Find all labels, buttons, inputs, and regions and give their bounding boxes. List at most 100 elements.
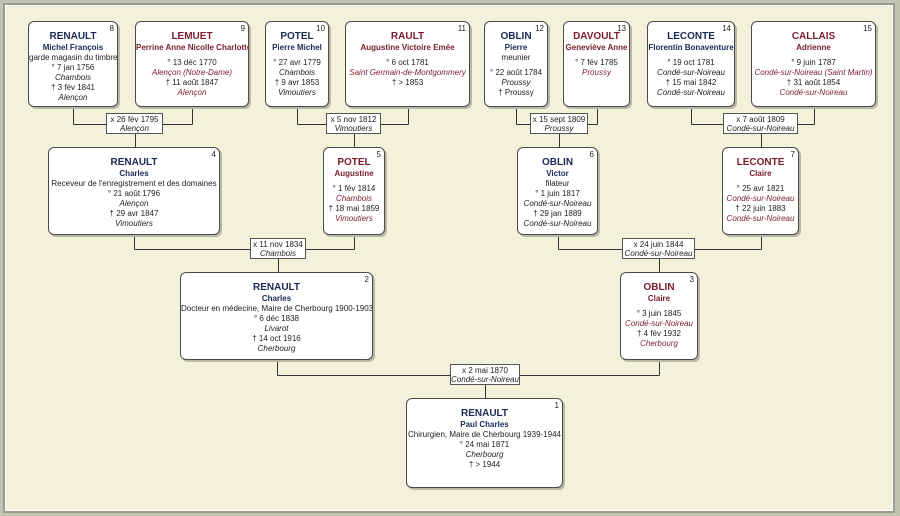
person-surname: RENAULT [460,408,509,419]
person-given-name: Augustine Victoire Emée [360,43,455,52]
death-date: † 22 juin 1883 [735,204,786,213]
death-date: † 4 fév 1932 [636,329,682,338]
death-date: † > 1944 [468,460,501,469]
death-date: † 29 jan 1889 [533,209,582,218]
person-surname: POTEL [280,31,314,42]
birth-date: ° 22 août 1784 [489,68,543,77]
birth-place: Chambois [335,194,372,203]
person-surname: OBLIN [541,157,574,168]
birth-date: ° 1 juin 1817 [535,189,580,198]
death-place: Vimoutiers [335,214,373,223]
birth-place: Condé-sur-Noireau [726,194,795,203]
person-surname: LECONTE [667,31,715,42]
person-given-name: Geneviève Anne [565,43,628,52]
person-surname: POTEL [337,157,371,168]
sosa-number: 5 [376,150,381,159]
birth-place: Condé-sur-Noireau [625,319,693,328]
death-date: † 3 fév 1841 [50,83,96,92]
birth-place: Condé-sur-Noireau (Saint Martin) [754,68,873,77]
death-place: Cherbourg [640,339,678,348]
birth-date: ° 25 avr 1821 [736,184,785,193]
marriage-place: Condé-sur-Noireau [726,124,795,133]
birth-place: Livarot [264,324,289,333]
person-surname: RENAULT [110,157,158,168]
sosa-number: 10 [316,24,325,33]
sosa-number: 3 [689,275,694,284]
person-surname: OBLIN [643,282,675,293]
sosa-number: 9 [240,24,245,33]
marriage-date: x 15 sept 1809 [532,115,586,124]
person-given-name: Florentin Bonaventure [648,43,734,52]
death-place: Vimoutiers [115,219,153,228]
sosa-number: 11 [457,24,466,33]
sosa-number: 12 [535,24,544,33]
sosa-number: 1 [554,401,559,410]
person-surname: RENAULT [49,31,97,42]
person-occupation: Docteur en médecine, Maire de Cherbourg … [181,304,373,313]
person-given-name: Claire [647,294,671,303]
person-occupation: filateur [545,179,570,188]
birth-date: ° 6 déc 1838 [253,314,299,323]
birth-place: Saint Germain-de-Montgommery [349,68,466,77]
death-place: Condé-sur-Noireau [726,214,795,223]
person-given-name: Pierre [504,43,528,52]
person-occupation: meunier [501,53,531,62]
person-occupation: Chirurgien, Maire de Cherbourg 1939-1944 [408,430,561,439]
birth-place: Condé-sur-Noireau [657,68,725,77]
person-surname: RENAULT [252,282,301,293]
sosa-number: 4 [211,150,216,159]
person-surname: CALLAIS [791,31,836,42]
marriage-place: Alençon [120,124,149,133]
sosa-number: 14 [722,24,731,33]
person-given-name: Perrine Anne Nicolle Charlotte [136,43,249,52]
person-given-name: Paul Charles [460,420,509,429]
birth-place: Chambois [278,68,315,77]
marriage-date: x 24 juin 1844 [633,240,684,249]
death-date: † 31 août 1854 [786,78,841,87]
person-surname: LEMUET [171,31,213,42]
person-given-name: Charles [119,169,149,178]
death-place: Alençon [177,88,207,97]
marriage-date: x 2 mai 1870 [462,366,508,375]
death-date: † 11 août 1847 [165,78,219,87]
person-given-name: Michel François [42,43,104,52]
birth-date: ° 7 fév 1785 [575,58,618,67]
death-place: Alençon [58,93,88,102]
death-place: Condé-sur-Noireau [779,88,848,97]
birth-date: ° 6 oct 1781 [386,58,429,67]
person-surname: LECONTE [736,157,785,168]
birth-place: Condé-sur-Noireau [523,199,592,208]
marriage-date: x 5 nov 1812 [330,115,377,124]
birth-date: ° 19 oct 1781 [667,58,715,67]
sosa-number: 8 [109,24,114,33]
death-place: Condé-sur-Noireau [523,219,592,228]
person-given-name: Claire [749,169,772,178]
sosa-number: 2 [364,275,369,284]
marriage-place: Vimoutiers [334,124,373,133]
person-surname: DAVOULT [573,31,620,42]
birth-place: Chambois [54,73,91,82]
